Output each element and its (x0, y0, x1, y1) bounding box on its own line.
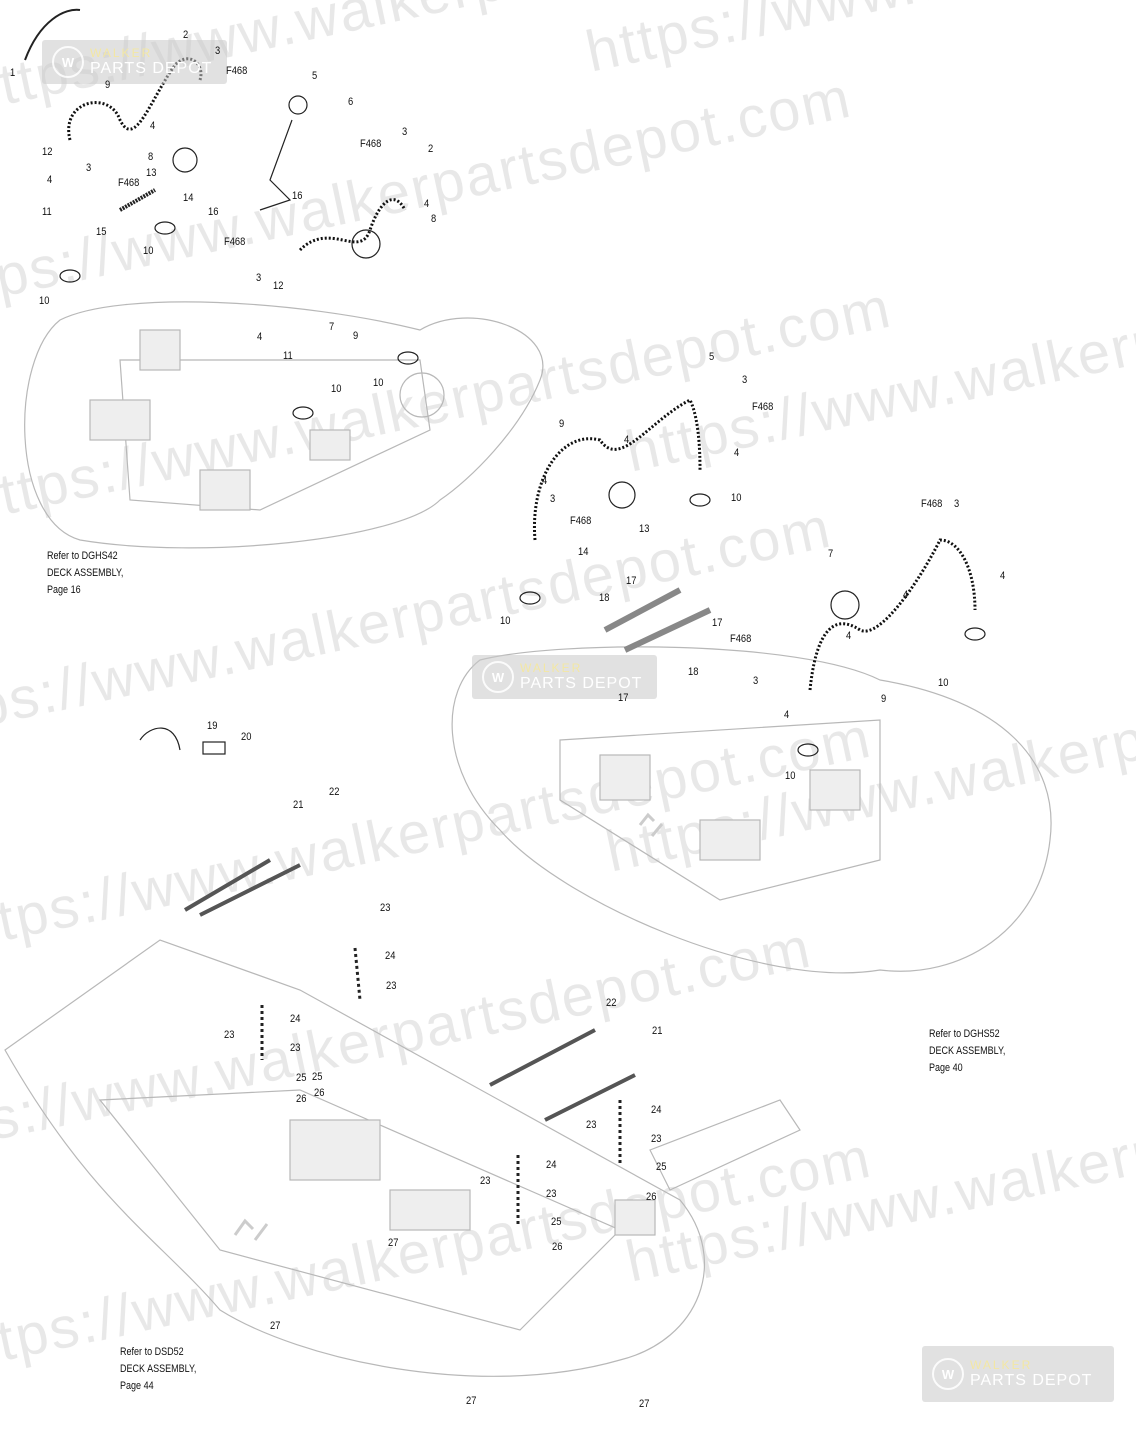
reference-note-dghs52: Refer to DGHS52 DECK ASSEMBLY, Page 40 (929, 1026, 1005, 1077)
deck-dsd52 (4, 939, 801, 1377)
logo-line1: WALKER (90, 46, 153, 60)
reference-line: Page 44 (120, 1380, 154, 1392)
deck-size-decal (233, 1218, 269, 1241)
logo-mark-icon: W (482, 661, 514, 693)
reference-line: Page 16 (47, 584, 81, 596)
reference-note-dghs42: Refer to DGHS42 DECK ASSEMBLY, Page 16 (47, 548, 123, 599)
logo-line2: PARTS DEPOT (970, 1372, 1093, 1389)
deck-dghs42 (24, 301, 544, 549)
reference-line: DECK ASSEMBLY, (929, 1045, 1006, 1057)
reference-line: Page 40 (929, 1062, 963, 1074)
reference-line: Refer to DSD52 (120, 1346, 184, 1358)
reference-line: DECK ASSEMBLY, (120, 1363, 197, 1375)
deck-dghs52 (451, 646, 1052, 974)
reference-line: Refer to DGHS42 (47, 550, 118, 562)
deck-size-decal (638, 812, 664, 837)
logo-mark-icon: W (932, 1358, 964, 1390)
reference-line: Refer to DGHS52 (929, 1028, 1000, 1040)
logo-line1: WALKER (970, 1358, 1033, 1372)
logo-mark-icon: W (52, 46, 84, 78)
reference-note-dsd52: Refer to DSD52 DECK ASSEMBLY, Page 44 (120, 1344, 196, 1395)
reference-line: DECK ASSEMBLY, (47, 567, 124, 579)
drive-chains (67, 57, 977, 691)
logo-line2: PARTS DEPOT (90, 60, 213, 77)
logo-line1: WALKER (520, 661, 583, 675)
logo-line2: PARTS DEPOT (520, 675, 643, 692)
components (24, 8, 986, 1225)
